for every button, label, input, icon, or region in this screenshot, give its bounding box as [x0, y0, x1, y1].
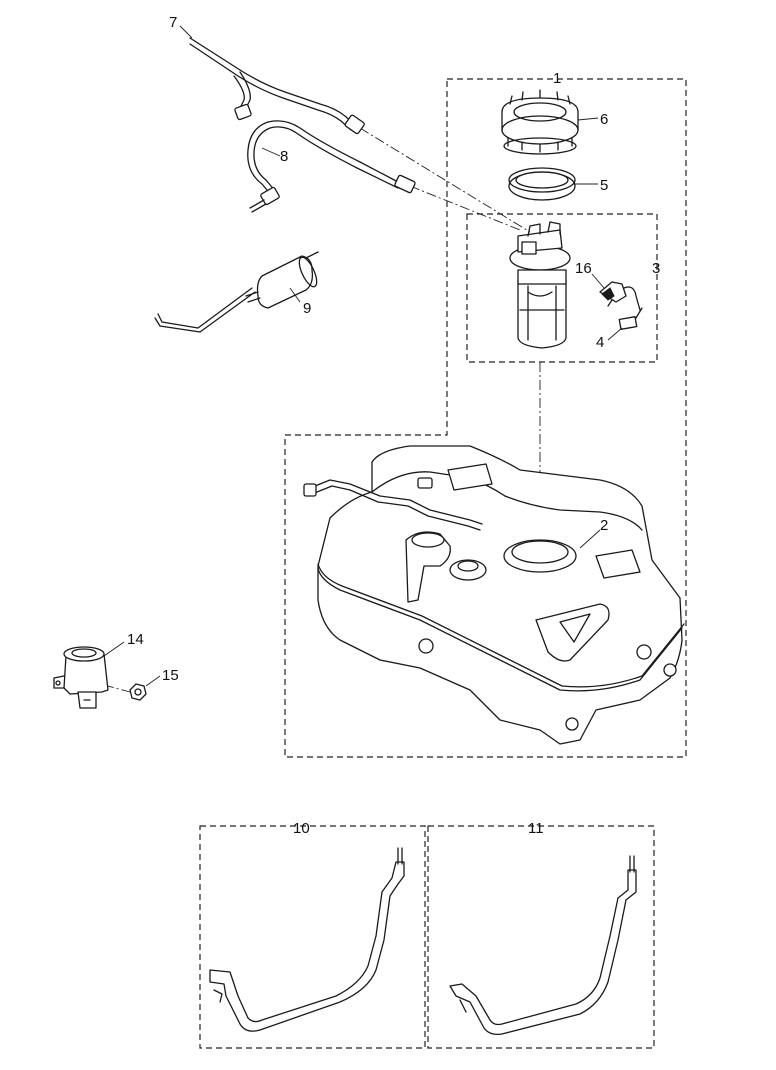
callout-3: 3 [652, 260, 660, 277]
callout-1: 1 [553, 70, 561, 87]
leader-2 [579, 529, 601, 549]
leader-7 [179, 25, 193, 39]
sender-unit-14 [53, 646, 109, 709]
wiring-harness-16 [599, 281, 641, 311]
leader-4 [607, 327, 623, 341]
fuel-feed-line-7 [189, 37, 365, 135]
callout-10: 10 [293, 820, 310, 837]
centerline-sender-to-nut [103, 684, 131, 693]
centerline-line8-to-pump [409, 185, 521, 231]
assembly-box-3 [466, 213, 658, 363]
tank-strap-11 [449, 855, 637, 1036]
centerline-line7-to-pump [359, 127, 531, 233]
fuel-return-line-8 [247, 120, 416, 213]
callout-16: 16 [575, 260, 592, 277]
callout-5: 5 [600, 177, 608, 194]
seal-5 [508, 167, 576, 201]
leader-9 [289, 287, 301, 303]
leader-8 [261, 147, 281, 157]
callout-2: 2 [600, 517, 608, 534]
lock-ring-6 [501, 89, 579, 155]
fuel-tank-2 [303, 445, 685, 745]
assembly-box-1 [284, 78, 687, 758]
leader-16 [591, 273, 605, 289]
callout-7: 7 [169, 14, 177, 31]
nut-15 [129, 683, 147, 701]
assembly-box-10 [199, 825, 426, 1049]
leader-15 [145, 675, 161, 687]
callout-4: 4 [596, 334, 604, 351]
assembly-box-11 [427, 825, 655, 1049]
callout-6: 6 [600, 111, 608, 128]
callout-8: 8 [280, 148, 288, 165]
leader-14 [103, 641, 125, 657]
callout-9: 9 [303, 300, 311, 317]
callout-11: 11 [528, 820, 544, 837]
leader-6 [577, 117, 599, 121]
callout-14: 14 [127, 631, 144, 648]
fuel-level-sender-4 [618, 307, 643, 330]
fuel-pump-module-3 [509, 221, 571, 349]
tank-strap-10 [209, 847, 405, 1032]
callout-15: 15 [162, 667, 179, 684]
fuel-filter-9 [154, 251, 319, 333]
